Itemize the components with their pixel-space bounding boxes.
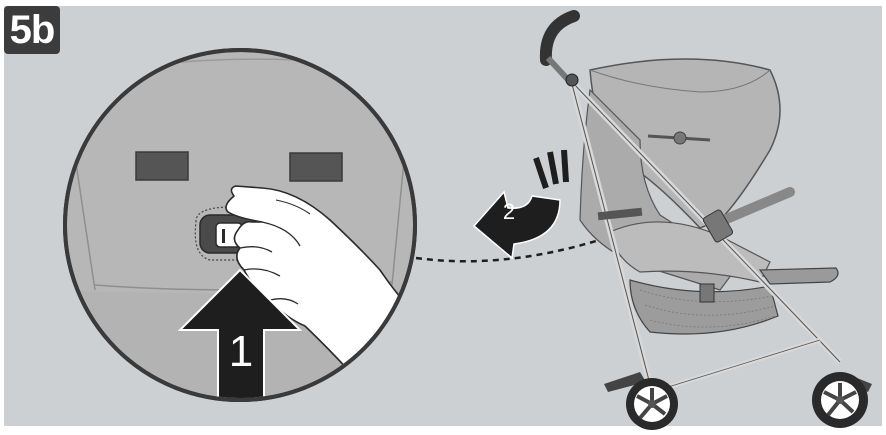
harness-slot-left [136,152,188,180]
callout-number-1: 1 [229,327,253,376]
harness-slot-right [290,153,342,181]
front-wheel [812,372,868,428]
step-badge: 5b [4,6,60,54]
callout-number-2: 2 [503,199,515,224]
rear-wheel [626,378,678,430]
